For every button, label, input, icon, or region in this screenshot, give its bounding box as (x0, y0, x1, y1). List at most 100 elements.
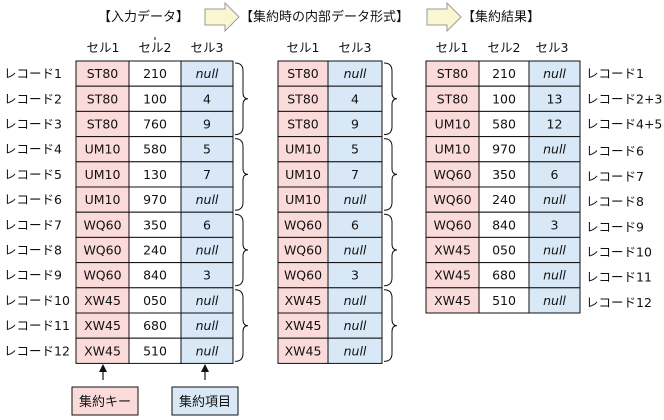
cell-1: ST80 (287, 117, 319, 132)
cell-2: 760 (143, 117, 167, 132)
cell-3: null (196, 343, 219, 358)
cell-3: 4 (351, 91, 359, 106)
record-label: レコード7 (586, 169, 644, 184)
group-brace (234, 62, 249, 136)
value-cell (128, 287, 182, 314)
value-cell (128, 211, 182, 238)
cell-1: UM10 (85, 192, 121, 207)
item-cell (180, 262, 234, 289)
key-cell (277, 186, 329, 213)
column-header: セル3 (536, 40, 569, 55)
key-cell (425, 110, 480, 138)
item-cell (528, 262, 581, 289)
item-cell (180, 236, 234, 264)
cell-3: null (543, 293, 566, 308)
cell-1: WQ60 (83, 217, 121, 232)
key-cell (75, 136, 130, 163)
value-cell (128, 236, 182, 264)
record-label: レコード11 (586, 270, 652, 285)
cell-1: WQ60 (284, 217, 322, 232)
cell-1: ST80 (87, 66, 119, 81)
cell-1: XW45 (285, 318, 322, 333)
cell-3: 9 (203, 117, 211, 132)
cell-2: 970 (143, 192, 167, 207)
cell-3: null (196, 318, 219, 333)
cell-2: 350 (143, 217, 167, 232)
record-label: レコード10 (4, 293, 70, 308)
cell-1: ST80 (87, 117, 119, 132)
item-cell (327, 287, 383, 314)
record-label: レコード5 (4, 167, 62, 182)
key-cell (277, 211, 329, 238)
key-cell (277, 60, 329, 87)
value-cell (128, 186, 182, 213)
cell-2: 840 (143, 268, 167, 283)
cell-3: 5 (351, 142, 359, 157)
key-cell (425, 60, 480, 87)
item-cell (327, 262, 383, 289)
cell-3: 13 (547, 91, 563, 106)
cell-3: 12 (547, 117, 563, 132)
legend-item-box (171, 386, 239, 416)
column-header: セル1 (436, 40, 469, 55)
arrow-icon (204, 1, 240, 33)
cell-1: UM10 (435, 142, 471, 157)
key-cell (425, 236, 480, 264)
key-cell (75, 312, 130, 339)
column-header: セル2 (139, 40, 172, 55)
group-brace (383, 138, 398, 211)
cell-3: null (543, 142, 566, 157)
key-cell (75, 337, 130, 364)
cell-1: UM10 (285, 142, 321, 157)
cell-2: 350 (492, 167, 516, 182)
cell-1: WQ60 (83, 268, 121, 283)
record-label: レコード3 (4, 117, 62, 132)
cell-2: 580 (143, 142, 167, 157)
legend-key-box (71, 386, 139, 416)
legend-item-label: 集約項目 (179, 394, 231, 410)
value-cell (478, 110, 530, 138)
cell-1: UM10 (285, 192, 321, 207)
cell-3: 6 (551, 167, 559, 182)
item-cell (180, 312, 234, 339)
item-cell (528, 161, 581, 188)
cell-3: null (543, 192, 566, 207)
cell-2: 210 (143, 66, 167, 81)
item-cell (180, 211, 234, 238)
cell-3: null (543, 268, 566, 283)
cell-1: XW45 (84, 293, 121, 308)
item-cell (327, 161, 383, 188)
item-cell (327, 136, 383, 163)
record-label: レコード4+5 (586, 117, 662, 132)
cell-3: null (196, 293, 219, 308)
column-header: セル1 (87, 40, 120, 55)
arrow-icon (426, 1, 462, 33)
cell-1: UM10 (85, 142, 121, 157)
key-cell (425, 287, 480, 314)
cell-3: null (344, 192, 367, 207)
record-label: レコード2+3 (586, 91, 662, 106)
record-label: レコード12 (586, 295, 652, 310)
cell-1: WQ60 (433, 192, 471, 207)
group-brace (234, 138, 249, 211)
key-cell (75, 186, 130, 213)
group-brace (383, 289, 398, 362)
item-cell (528, 211, 581, 238)
cell-1: WQ60 (83, 243, 121, 258)
cell-2: 510 (143, 343, 167, 358)
